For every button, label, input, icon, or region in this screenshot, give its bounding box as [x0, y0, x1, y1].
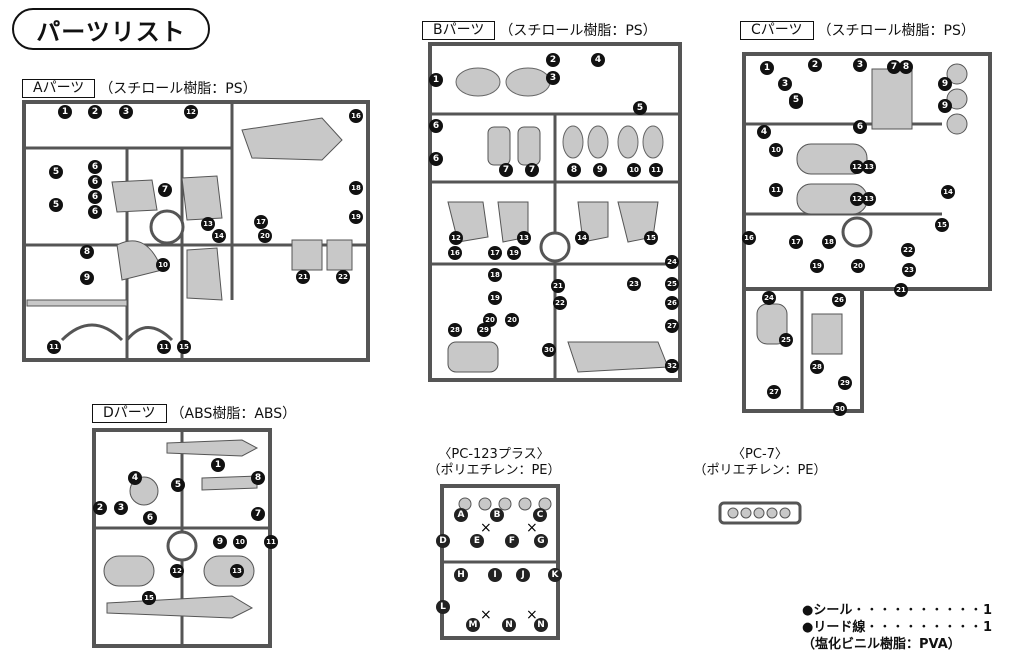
sprue-b-frame: [428, 42, 682, 382]
accessories-legend: ●シール ・・・・・・・・・・・・・・・・・・ 1 ●リード線 ・・・・・・・・…: [802, 602, 992, 653]
sprue-b-label: Bパーツ （スチロール樹脂：PS）: [422, 20, 657, 40]
sprue-d-label: Dパーツ （ABS樹脂：ABS）: [92, 403, 296, 423]
page-title: パーツリスト: [12, 8, 210, 50]
sprue-c-label: Cパーツ （スチロール樹脂：PS）: [740, 20, 975, 40]
sprue-c-frame: [742, 52, 992, 413]
pc123-title: 〈PC-123プラス〉: [438, 447, 550, 462]
pc123-material: （ポリエチレン：PE）: [427, 463, 561, 478]
pc123-frame: × × × ×: [440, 484, 560, 640]
legend-row-material: （塩化ビニル樹脂：PVA）: [802, 636, 992, 653]
legend-seal-qty: 1: [982, 603, 992, 618]
svg-text:×: ×: [526, 520, 538, 536]
pc7-material: （ポリエチレン：PE）: [693, 463, 827, 478]
legend-lead-wire-qty: 1: [982, 620, 992, 635]
sprue-b-name: Bパーツ: [422, 20, 496, 40]
sprue-c-material: （スチロール樹脂：PS）: [817, 23, 975, 39]
sprue-a-label: Aパーツ （スチロール樹脂：PS）: [22, 78, 257, 98]
pc123-label: 〈PC-123プラス〉 （ポリエチレン：PE）: [414, 447, 574, 479]
pc7-label: 〈PC-7〉 （ポリエチレン：PE）: [690, 447, 830, 479]
sprue-a-name: Aパーツ: [22, 78, 96, 98]
legend-row-seal: ●シール ・・・・・・・・・・・・・・・・・・ 1: [802, 602, 992, 619]
sprue-d-material: （ABS樹脂：ABS）: [170, 406, 297, 422]
svg-text:×: ×: [480, 607, 492, 623]
svg-text:×: ×: [526, 607, 538, 623]
legend-lead-wire-dots: ・・・・・・・・・・・・・・・: [865, 620, 983, 635]
legend-seal-label: ●シール: [802, 603, 853, 618]
sprue-d-name: Dパーツ: [92, 403, 167, 423]
sprue-a-frame: [22, 100, 370, 362]
sprue-c-name: Cパーツ: [740, 20, 814, 40]
legend-row-lead-wire: ●リード線 ・・・・・・・・・・・・・・・ 1: [802, 619, 992, 636]
pc7-title: 〈PC-7〉: [732, 447, 788, 462]
sprue-d-frame: [92, 428, 272, 648]
pc7-frame: [718, 501, 802, 525]
sprue-a-material: （スチロール樹脂：PS）: [99, 81, 257, 97]
legend-lead-wire-label: ●リード線: [802, 620, 866, 635]
sprue-b-material: （スチロール樹脂：PS）: [499, 23, 657, 39]
legend-lead-wire-material: （塩化ビニル樹脂：PVA）: [802, 637, 961, 652]
legend-seal-dots: ・・・・・・・・・・・・・・・・・・: [852, 603, 983, 618]
svg-text:×: ×: [480, 520, 492, 536]
